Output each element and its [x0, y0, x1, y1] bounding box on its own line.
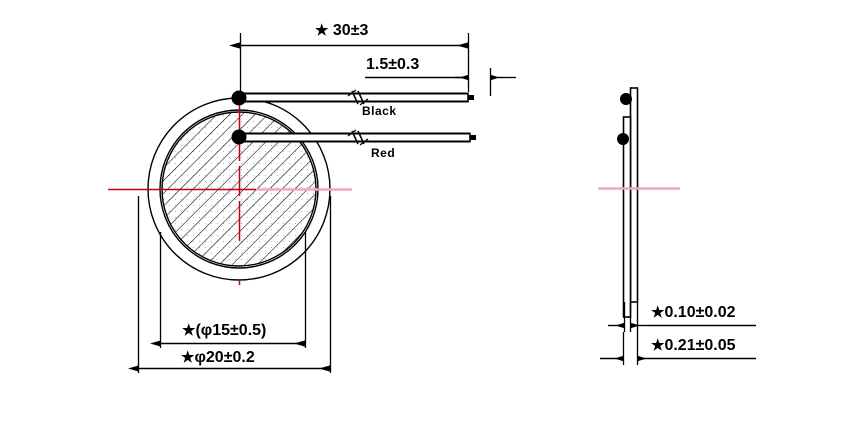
star-icon: ★: [651, 304, 665, 321]
red-wire-label: Red: [371, 146, 396, 160]
side-view: [598, 87, 756, 365]
red-terminal-dot: [231, 129, 247, 145]
wire-length-dimension: [229, 33, 470, 96]
total-thickness-label: ★0.21±0.05: [651, 337, 736, 354]
wire-length-label: ★ 30±3: [315, 22, 369, 39]
front-view: [108, 33, 516, 373]
side-black-terminal-dot: [620, 93, 632, 105]
strip-length-label: 1.5±0.3: [366, 56, 420, 73]
element-thickness-label: ★0.10±0.02: [651, 304, 736, 321]
side-plate-body: [629, 87, 639, 303]
plate-diameter-label: ★φ20±0.2: [181, 349, 255, 366]
red-wire: [231, 129, 476, 146]
side-element-body: [622, 116, 632, 318]
element-thickness-dimension: [608, 302, 756, 332]
element-diameter-dimension: [150, 232, 307, 348]
total-thickness-dimension: [600, 302, 756, 365]
side-red-terminal-dot: [617, 133, 629, 145]
black-terminal-dot: [231, 90, 247, 106]
black-wire-label: Black: [362, 104, 397, 118]
star-icon: ★: [651, 337, 665, 354]
star-icon: ★: [182, 322, 196, 339]
strip-length-dimension: [365, 68, 516, 96]
black-wire: [231, 89, 474, 106]
star-icon: ★: [315, 22, 329, 39]
element-diameter-label: ★(φ15±0.5): [182, 322, 267, 339]
star-icon: ★: [181, 349, 195, 366]
plate-diameter-dimension: [128, 196, 332, 373]
